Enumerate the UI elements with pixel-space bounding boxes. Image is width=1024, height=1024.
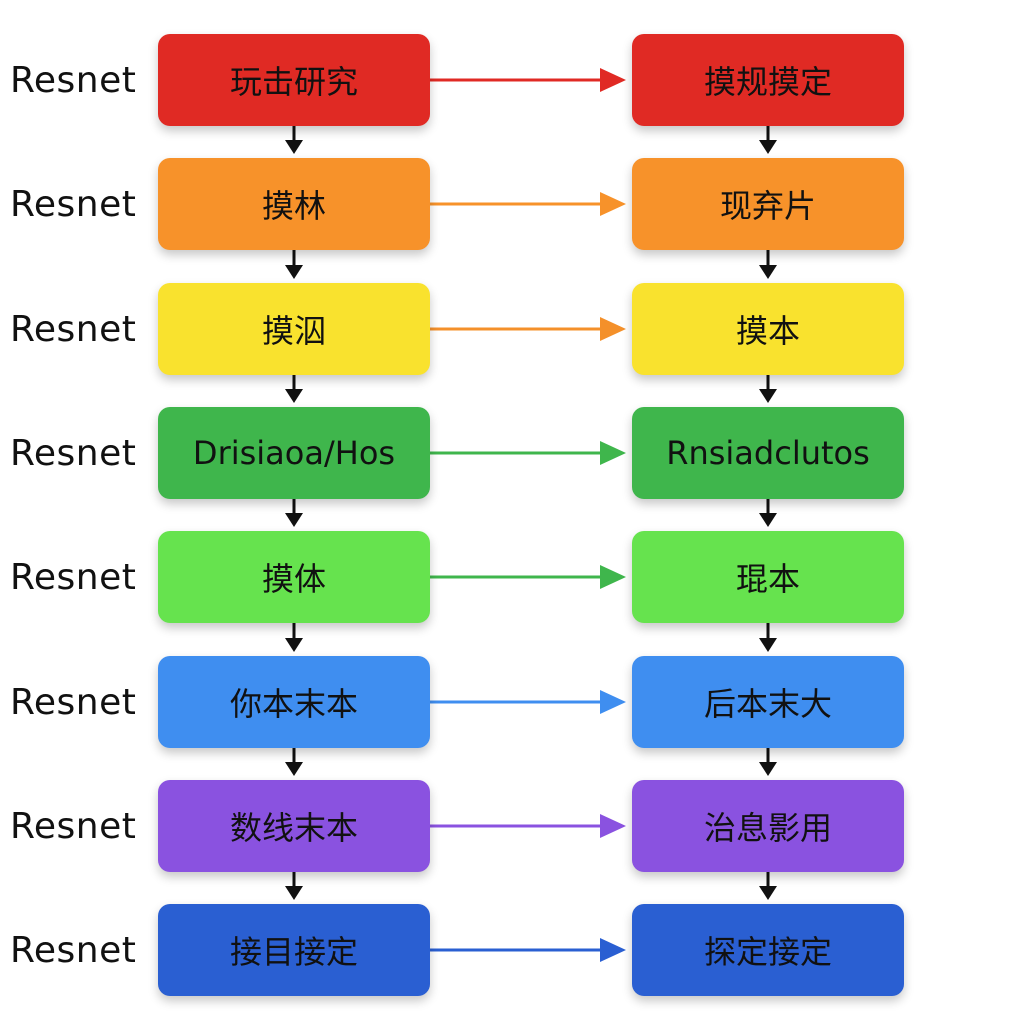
right-node-box: 琨本 — [632, 531, 904, 623]
flow-row: Resnet 你本末本 后本末大 — [0, 656, 1024, 748]
arrow-down-icon — [285, 638, 303, 652]
row-label: Resnet — [10, 308, 137, 350]
flow-row: Resnet 摸泅 摸本 — [0, 283, 1024, 375]
arrow-head-icon — [600, 441, 626, 465]
arrow-down-icon — [285, 140, 303, 154]
row-label: Resnet — [10, 681, 137, 723]
right-node-box: 探定接定 — [632, 904, 904, 996]
right-node-box: 后本末大 — [632, 656, 904, 748]
row-label: Resnet — [10, 805, 137, 847]
left-node-box: 数线末本 — [158, 780, 430, 872]
left-node-box: 接目接定 — [158, 904, 430, 996]
flow-row: Resnet 摸林 现弃片 — [0, 158, 1024, 250]
flow-row: Resnet 接目接定 探定接定 — [0, 904, 1024, 996]
arrow-down-icon — [285, 886, 303, 900]
arrow-head-icon — [600, 814, 626, 838]
left-node-box: 摸林 — [158, 158, 430, 250]
arrow-down-icon — [285, 513, 303, 527]
arrow-down-icon — [759, 389, 777, 403]
right-node-box: 现弃片 — [632, 158, 904, 250]
arrow-down-icon — [759, 140, 777, 154]
left-node-box: 摸泅 — [158, 283, 430, 375]
arrow-down-icon — [285, 762, 303, 776]
arrow-down-icon — [285, 265, 303, 279]
arrow-head-icon — [600, 938, 626, 962]
right-node-box: Rnsiadclutos — [632, 407, 904, 499]
left-node-box: 摸体 — [158, 531, 430, 623]
arrow-head-icon — [600, 68, 626, 92]
flow-row: Resnet 数线末本 治息影用 — [0, 780, 1024, 872]
row-label: Resnet — [10, 432, 137, 474]
arrow-down-icon — [759, 265, 777, 279]
row-label: Resnet — [10, 929, 137, 971]
left-node-box: Drisiaoa/Hos — [158, 407, 430, 499]
arrow-down-icon — [285, 389, 303, 403]
arrow-head-icon — [600, 690, 626, 714]
left-node-box: 玩击研究 — [158, 34, 430, 126]
row-label: Resnet — [10, 556, 137, 598]
row-label: Resnet — [10, 183, 137, 225]
row-label: Resnet — [10, 59, 137, 101]
arrow-head-icon — [600, 565, 626, 589]
left-node-box: 你本末本 — [158, 656, 430, 748]
right-node-box: 摸规摸定 — [632, 34, 904, 126]
arrow-down-icon — [759, 886, 777, 900]
right-node-box: 治息影用 — [632, 780, 904, 872]
flow-row: Resnet 摸体 琨本 — [0, 531, 1024, 623]
arrow-head-icon — [600, 317, 626, 341]
right-node-box: 摸本 — [632, 283, 904, 375]
arrow-down-icon — [759, 638, 777, 652]
arrow-down-icon — [759, 762, 777, 776]
flow-row: Resnet 玩击研究 摸规摸定 — [0, 34, 1024, 126]
arrow-down-icon — [759, 513, 777, 527]
flow-row: Resnet Drisiaoa/Hos Rnsiadclutos — [0, 407, 1024, 499]
arrow-head-icon — [600, 192, 626, 216]
